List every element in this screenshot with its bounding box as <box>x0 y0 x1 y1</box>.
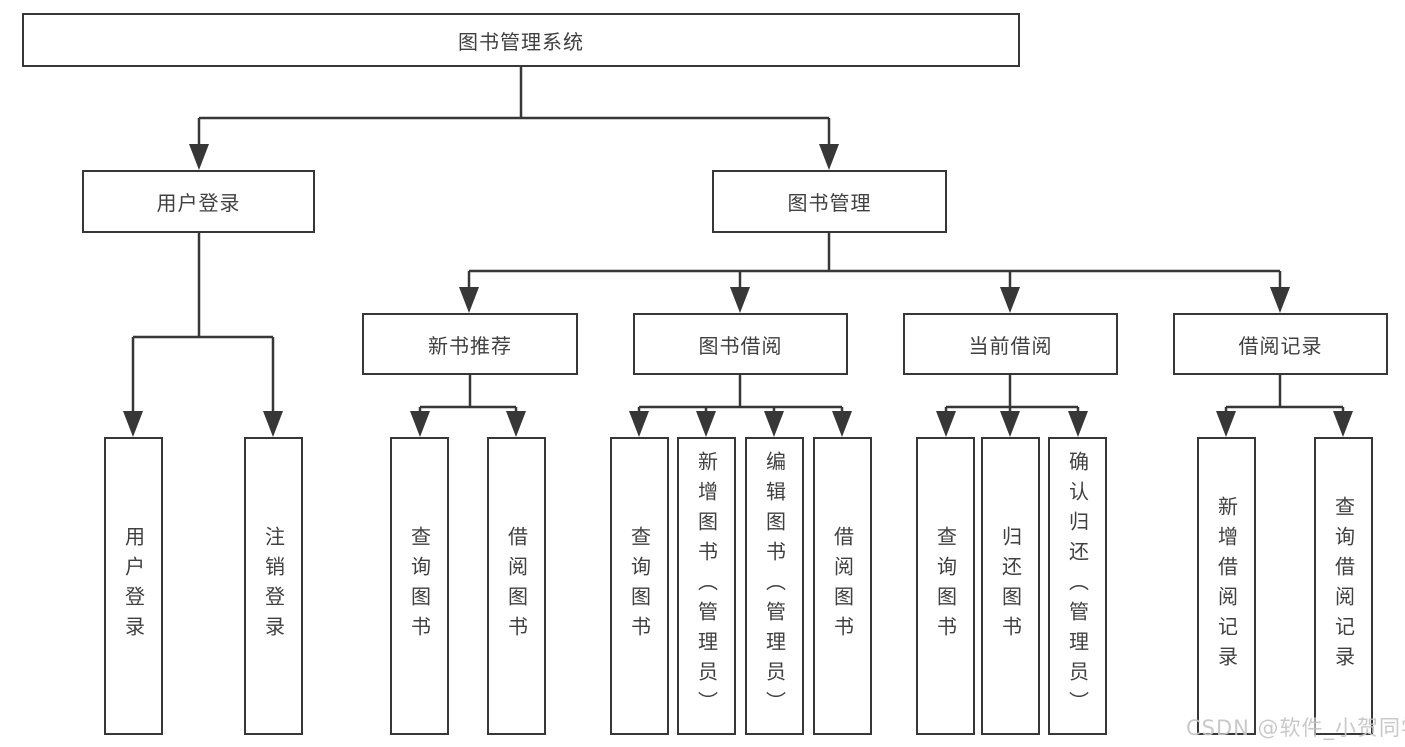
leaf-logout: 注销登录 <box>244 437 303 735</box>
node-current-borrow: 当前借阅 <box>903 313 1118 375</box>
node-library-management-system: 图书管理系统 <box>22 13 1020 67</box>
arrowheads <box>123 144 1353 437</box>
node-new-book-recommend: 新书推荐 <box>362 313 578 375</box>
node-book-management: 图书管理 <box>712 170 947 233</box>
leaf-return-book: 归还图书 <box>981 437 1040 735</box>
leaf-query-books-recommend: 查询图书 <box>390 437 449 735</box>
leaf-query-books-borrow: 查询图书 <box>610 437 669 735</box>
node-borrow-records: 借阅记录 <box>1173 313 1388 375</box>
leaf-borrow-books: 借阅图书 <box>813 437 872 735</box>
csdn-watermark: CSDN @软件_小贺同学 <box>1186 716 1405 740</box>
leaf-add-book-admin: 新增图书（管理员） <box>677 437 736 735</box>
leaf-query-books-current: 查询图书 <box>916 437 975 735</box>
leaf-query-borrow-record: 查询借阅记录 <box>1314 437 1373 735</box>
leaf-user-login: 用户登录 <box>104 437 163 735</box>
leaf-edit-book-admin: 编辑图书（管理员） <box>745 437 804 735</box>
node-book-borrow: 图书借阅 <box>633 313 848 375</box>
node-user-login: 用户登录 <box>82 170 315 233</box>
leaf-add-borrow-record: 新增借阅记录 <box>1197 437 1256 735</box>
leaf-confirm-return-admin: 确认归还（管理员） <box>1048 437 1107 735</box>
leaf-borrow-books-recommend: 借阅图书 <box>487 437 546 735</box>
